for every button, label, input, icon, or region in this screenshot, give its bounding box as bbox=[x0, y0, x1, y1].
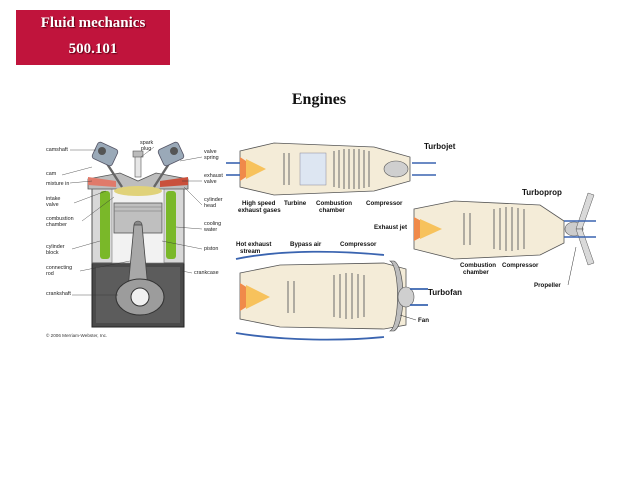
label-spring: spring bbox=[204, 155, 219, 161]
label-compressor-tj: Compressor bbox=[366, 200, 403, 207]
label-cylinder-r: cylinder bbox=[204, 197, 223, 203]
label-crankshaft: crankshaft bbox=[46, 291, 71, 297]
label-combustion-tj: Combustion bbox=[316, 200, 352, 207]
label-valve-r: valve bbox=[204, 149, 217, 155]
course-title-box: Fluid mechanics 500.101 bbox=[16, 10, 170, 65]
label-crankcase: crankcase bbox=[194, 270, 219, 276]
label-stream: stream bbox=[240, 248, 261, 255]
label-camshaft: camshaft bbox=[46, 147, 68, 153]
label-chamber-tj: chamber bbox=[319, 207, 345, 214]
turbofan-diagram: Turbofan Hot exhaust stream Bypass air C… bbox=[235, 241, 462, 341]
turbojet-diagram: Turbojet High speed exhaust gases Turbin… bbox=[226, 142, 456, 214]
label-exhaust: exhaust bbox=[204, 173, 223, 179]
copyright-caption: © 2006 Merriam-Webster, Inc. bbox=[46, 332, 107, 338]
label-exhaust-jet: Exhaust jet bbox=[374, 224, 407, 231]
course-title: Fluid mechanics bbox=[40, 15, 146, 31]
label-chamber-tp: chamber bbox=[463, 269, 489, 276]
label-turbine: Turbine bbox=[284, 200, 307, 207]
slide-title: Engines bbox=[291, 91, 347, 108]
label-intake: intake bbox=[46, 196, 60, 202]
label-turboprop: Turboprop bbox=[522, 188, 562, 197]
course-code: 500.101 bbox=[68, 41, 118, 57]
label-valve: valve bbox=[46, 202, 59, 208]
label-block: block bbox=[46, 250, 59, 256]
label-fan: Fan bbox=[418, 317, 429, 324]
piston-engine-diagram: camshaft cam mixture in intake valve com… bbox=[44, 137, 226, 343]
label-cylinder: cylinder bbox=[46, 244, 65, 250]
label-plug: plug bbox=[141, 146, 151, 152]
turboprop-diagram: Turboprop Exhaust jet Combustion chamber… bbox=[374, 188, 596, 289]
label-compressor-tp: Compressor bbox=[502, 262, 539, 269]
label-combustion: combustion bbox=[46, 216, 74, 222]
label-chamber: chamber bbox=[46, 222, 67, 228]
label-bypass-air: Bypass air bbox=[290, 241, 322, 248]
label-water: water bbox=[203, 227, 217, 233]
label-rod: rod bbox=[46, 271, 54, 277]
label-cooling: cooling bbox=[204, 221, 221, 227]
label-spark: spark bbox=[140, 140, 153, 146]
engines-figure: camshaft cam mixture in intake valve com… bbox=[44, 137, 596, 343]
label-turbojet: Turbojet bbox=[424, 142, 456, 151]
label-piston: piston bbox=[204, 246, 218, 252]
label-connecting: connecting bbox=[46, 265, 72, 271]
label-hot-exhaust: Hot exhaust bbox=[236, 241, 271, 248]
label-head: head bbox=[204, 203, 216, 209]
label-combustion-tp: Combustion bbox=[460, 262, 496, 269]
label-valve-r2: valve bbox=[204, 179, 217, 185]
label-exhaust-gases: exhaust gases bbox=[238, 207, 281, 214]
label-propeller: Propeller bbox=[534, 282, 561, 289]
label-mixture-in: mixture in bbox=[46, 181, 69, 187]
label-cam: cam bbox=[46, 171, 57, 177]
label-turbofan: Turbofan bbox=[428, 288, 462, 297]
label-high-speed: High speed bbox=[242, 200, 276, 207]
label-compressor-tf: Compressor bbox=[340, 241, 377, 248]
